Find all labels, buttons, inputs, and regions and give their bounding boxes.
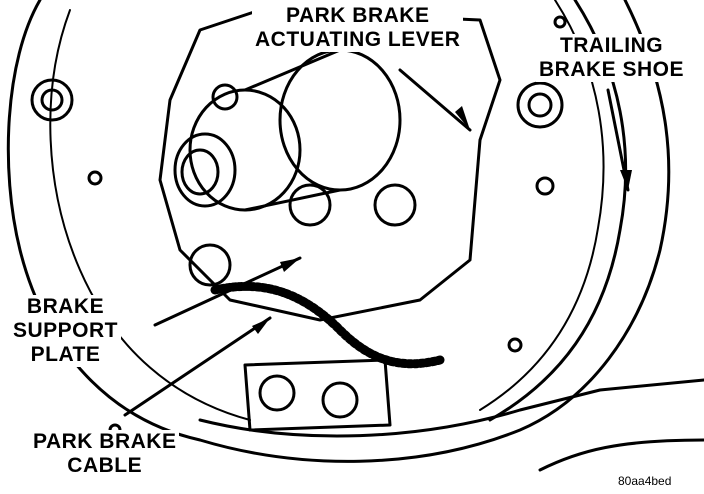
leader-support-plate [153,256,302,327]
label-line: BRAKE [26,295,105,318]
label-trailing-brake-shoe: TRAILING BRAKE SHOE [536,34,688,82]
label-line: ACTUATING LEVER [255,28,461,51]
backing-plate-rim [6,0,671,463]
figure-id: 80aa4bed [618,474,672,488]
label-line: PLATE [30,343,101,366]
label-park-brake-actuating-lever: PARK BRAKE ACTUATING LEVER [252,4,464,52]
label-line: PARK BRAKE [286,4,430,27]
label-line: PARK BRAKE [33,430,177,453]
leader-cable [123,316,272,417]
park-brake-cable [210,281,445,369]
backing-plate-inner-rim [49,9,251,421]
label-line: CABLE [67,454,143,477]
label-line: TRAILING [559,34,664,57]
leader-park-lever [398,68,472,132]
label-park-brake-cable: PARK BRAKE CABLE [30,430,180,478]
bolt-right [516,81,564,129]
brake-support-plate [158,8,502,322]
label-line: BRAKE SHOE [539,58,685,81]
bolt-left [30,78,74,122]
label-line: SUPPORT [13,319,119,342]
cable-bracket [243,358,392,432]
label-brake-support-plate: BRAKE SUPPORT PLATE [10,295,122,367]
